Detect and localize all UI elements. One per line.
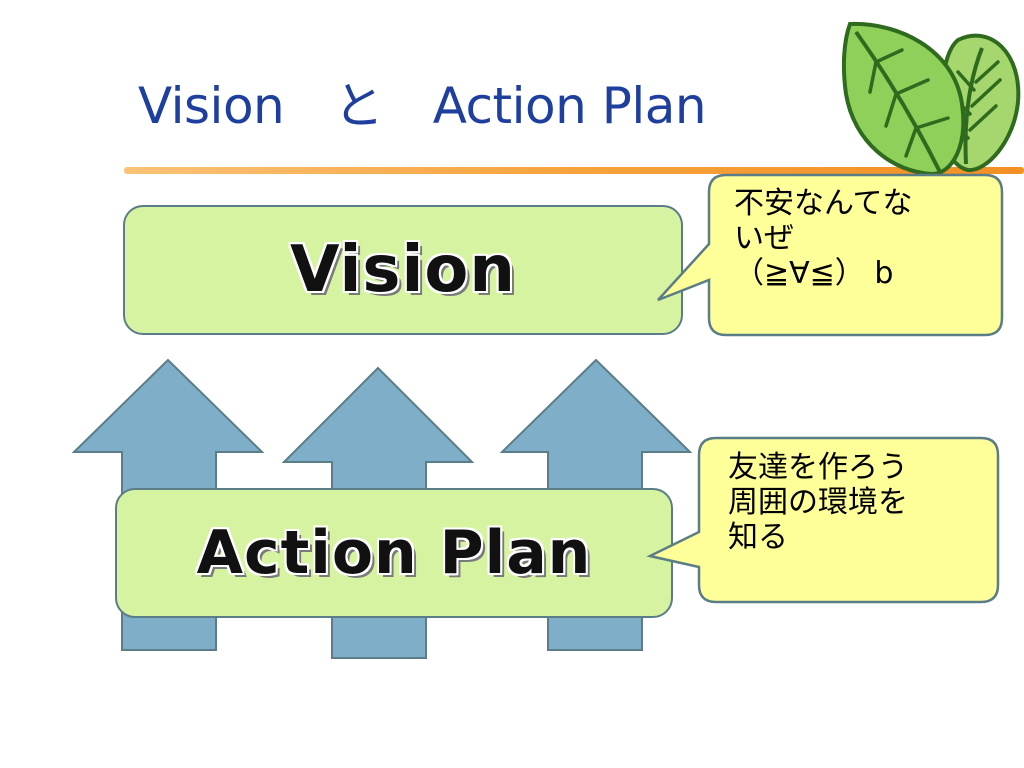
vision-box-label: Vision <box>290 233 516 307</box>
action-plan-box-label: Action Plan <box>196 518 592 588</box>
callout-1-shape <box>657 173 1004 337</box>
callout-1-text: 不安なんてな いぜ （≧∀≦） b <box>734 186 913 291</box>
action-plan-box: Action Plan <box>115 488 673 618</box>
title-underline <box>124 167 1024 174</box>
leaves-icon <box>841 21 1021 174</box>
callout-2-shape <box>646 436 1000 604</box>
vision-box: Vision <box>123 205 683 335</box>
callout-2-text: 友達を作ろう 周囲の環境を 知る <box>728 450 908 555</box>
slide-title: Vision と Action Plan <box>138 77 707 135</box>
